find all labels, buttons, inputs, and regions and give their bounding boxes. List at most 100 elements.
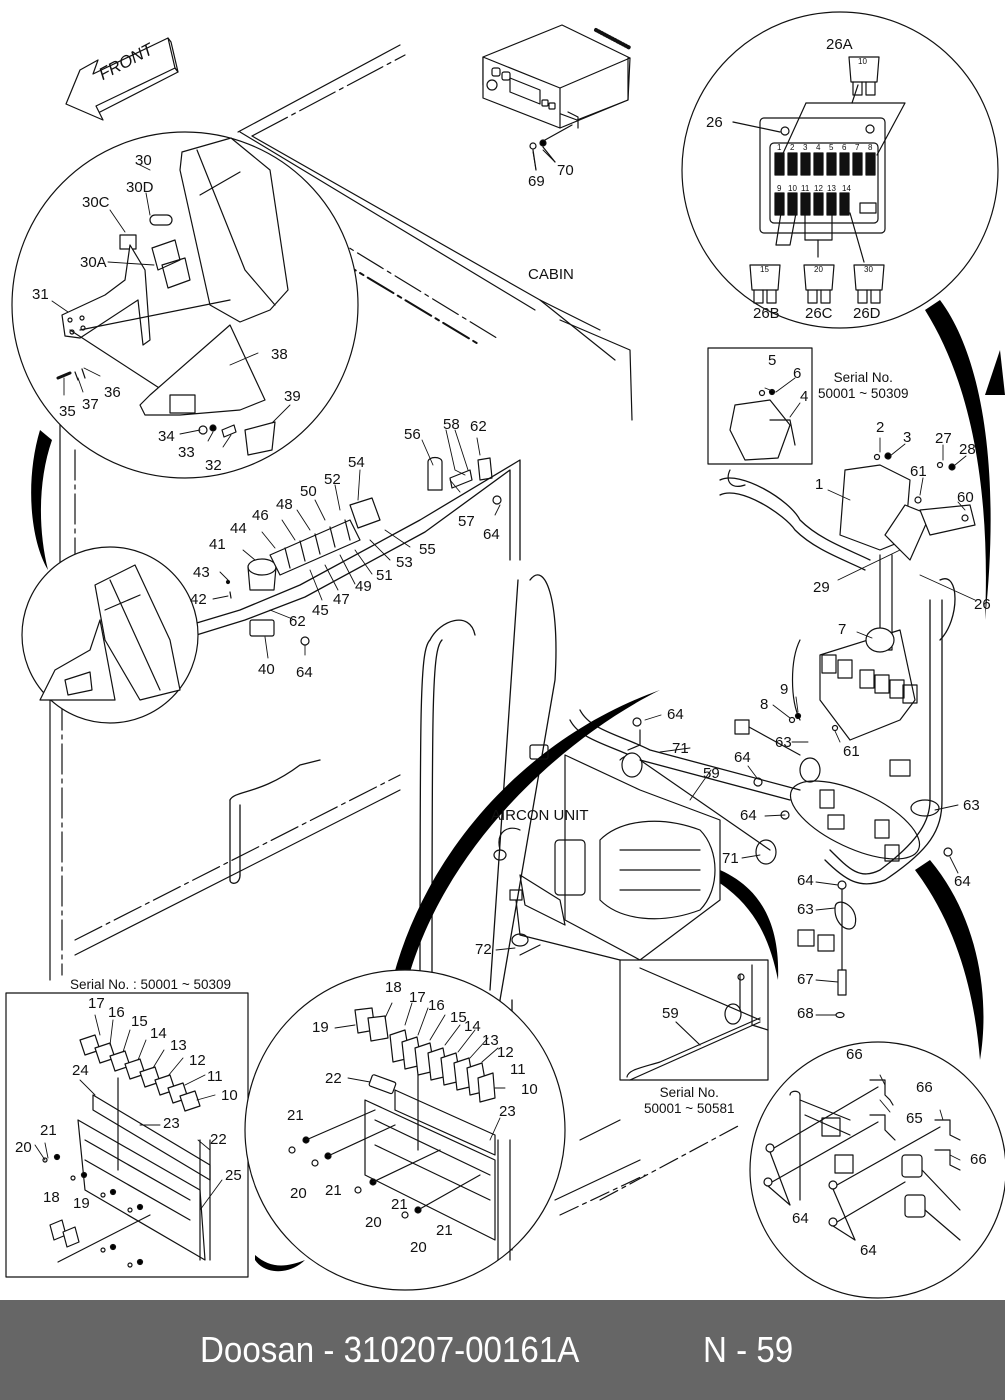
callout-41: 41 — [209, 536, 226, 553]
callout-26B: 26B — [753, 305, 780, 322]
callout-30C: 30C — [82, 194, 110, 211]
callout-m16: 16 — [428, 997, 445, 1014]
fuse-num: 3 — [803, 143, 808, 152]
callout-63: 63 — [775, 734, 792, 751]
callout-14: 14 — [150, 1025, 167, 1042]
callout-31: 31 — [32, 286, 49, 303]
callout-30A: 30A — [80, 254, 107, 271]
callout-23: 23 — [163, 1115, 180, 1132]
callout-m17: 17 — [409, 989, 426, 1006]
callout-22: 22 — [210, 1131, 227, 1148]
callout-64-g: 64 — [797, 872, 814, 889]
serial-inset-59-line2: 50001 ~ 50581 — [644, 1101, 735, 1117]
callout-g64b: 64 — [860, 1242, 877, 1259]
callout-m18: 18 — [385, 979, 402, 996]
footer-part-number: Doosan - 310207-00161A — [200, 1329, 580, 1370]
callout-52: 52 — [324, 471, 341, 488]
callout-2: 2 — [876, 419, 885, 436]
gauge-overview-circle — [21, 546, 199, 724]
callout-g66c: 66 — [970, 1151, 987, 1168]
callout-21: 21 — [40, 1122, 57, 1139]
callout-51: 51 — [376, 567, 393, 584]
callout-64-lower: 64 — [296, 664, 313, 681]
callout-24: 24 — [72, 1062, 89, 1079]
fuse-row-top — [774, 152, 876, 176]
callout-g66b: 66 — [916, 1079, 933, 1096]
callout-63-lower: 63 — [797, 901, 814, 918]
callout-33: 33 — [178, 444, 195, 461]
callout-40: 40 — [258, 661, 275, 678]
callout-29: 29 — [813, 579, 830, 596]
fuse-num: 1 — [777, 143, 782, 152]
callout-64-d: 64 — [734, 749, 751, 766]
relay-row-left — [79, 1034, 201, 1112]
callout-m20c: 20 — [410, 1239, 427, 1256]
fuse-num: 4 — [816, 143, 821, 152]
callout-39: 39 — [284, 388, 301, 405]
callout-44: 44 — [230, 520, 247, 537]
callout-28: 28 — [959, 441, 976, 458]
callout-50: 50 — [300, 483, 317, 500]
serial-inset-59-line1: Serial No. — [659, 1085, 719, 1100]
callout-m22: 22 — [325, 1070, 342, 1087]
callout-m11: 11 — [510, 1061, 526, 1078]
callout-5: 5 — [768, 352, 777, 369]
callout-m21b: 21 — [325, 1182, 342, 1199]
callout-3: 3 — [903, 429, 912, 446]
fuse-num: 11 — [801, 184, 810, 193]
callout-71: 71 — [672, 740, 689, 757]
wiring-diagram-canvas: FRONT CABIN AIRCON UNIT Serial No. 50001… — [5, 11, 1005, 1299]
callout-10: 10 — [221, 1087, 238, 1104]
cabin-label: CABIN — [528, 266, 574, 283]
callout-27: 27 — [935, 430, 952, 447]
ground-circle — [749, 1041, 1005, 1299]
callout-48: 48 — [276, 496, 293, 513]
callout-15: 15 — [131, 1013, 148, 1030]
fuse-num: 13 — [827, 184, 836, 193]
callout-9: 9 — [780, 681, 789, 698]
callout-45: 45 — [312, 602, 329, 619]
fuse-num: 12 — [814, 184, 823, 193]
fuse-row-bottom — [774, 192, 877, 216]
wire-harness — [189, 459, 956, 1251]
relay-bank-right — [734, 627, 953, 1019]
callout-64: 64 — [483, 526, 500, 543]
fuse-rating: 10 — [858, 57, 867, 66]
fuse-num: 10 — [788, 184, 797, 193]
fuse-num: 6 — [842, 143, 847, 152]
fuse-num: 7 — [855, 143, 860, 152]
serial-controller-line1: Serial No. — [833, 370, 893, 385]
callout-m21d: 21 — [436, 1222, 453, 1239]
leader-lines — [34, 149, 976, 1211]
callout-7: 7 — [838, 621, 847, 638]
footer-bar: Doosan - 310207-00161A N - 59 — [0, 1300, 1005, 1400]
cluster-detail-circle — [11, 131, 359, 479]
callout-72: 72 — [475, 941, 492, 958]
footer-page-number: N - 59 — [703, 1329, 794, 1370]
callout-g65: 65 — [906, 1110, 923, 1127]
callout-34: 34 — [158, 428, 175, 445]
relay-circle-middle — [244, 969, 566, 1291]
switch-panel — [225, 456, 502, 646]
main-controller — [839, 452, 976, 651]
callout-49: 49 — [355, 578, 372, 595]
fuse-num: 5 — [829, 143, 834, 152]
radio-unit — [482, 24, 632, 171]
callout-6: 6 — [793, 365, 802, 382]
callout-m13: 13 — [482, 1032, 499, 1049]
fuse-num: 2 — [790, 143, 795, 152]
callout-m12: 12 — [497, 1044, 514, 1061]
callout-m10: 10 — [521, 1081, 538, 1098]
callout-m20b: 20 — [365, 1214, 382, 1231]
controller-inset — [707, 347, 813, 487]
callout-47: 47 — [333, 591, 350, 608]
fuse-rating: 30 — [864, 265, 873, 274]
callout-18: 18 — [43, 1189, 60, 1206]
aircon-unit-label: AIRCON UNIT — [491, 807, 589, 824]
callout-26C: 26C — [805, 305, 833, 322]
relay-box-left — [5, 992, 249, 1278]
callout-4: 4 — [800, 388, 809, 405]
callout-11: 11 — [207, 1068, 223, 1085]
callout-26D: 26D — [853, 305, 881, 322]
serial-relay-box: Serial No. : 50001 ~ 50309 — [70, 977, 231, 992]
